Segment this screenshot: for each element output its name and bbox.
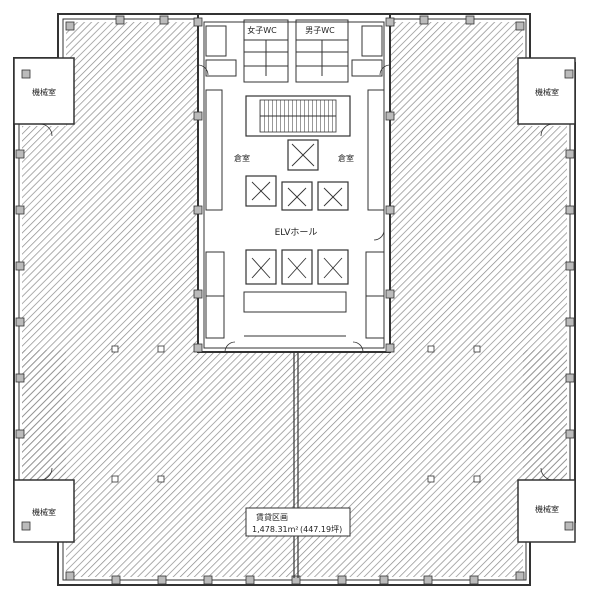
elevator-2 <box>281 181 313 211</box>
elevators <box>245 139 349 285</box>
womens-wc-label: 女子WC <box>247 25 277 35</box>
elv-hall-label: ELVホール <box>275 227 318 238</box>
core-side-rooms <box>205 89 385 339</box>
divider-line <box>293 352 299 578</box>
elevator-5 <box>281 249 313 285</box>
corner-room-sw-label: 機械室 <box>32 507 56 517</box>
elevator-crosses <box>251 143 343 279</box>
area-box: 賃貸区画 1,478.31m² (447.19坪) <box>245 507 351 537</box>
corner-rooms <box>13 57 576 543</box>
elevator-3 <box>317 181 349 211</box>
corner-room-nw <box>13 57 75 125</box>
right-storage-label: 倉室 <box>338 153 354 163</box>
elevator-4 <box>245 249 277 285</box>
corner-room-sw <box>13 479 75 543</box>
core-columns <box>193 111 395 299</box>
womens-wc-room <box>243 19 289 83</box>
stairwell <box>245 95 351 137</box>
left-storage-label: 倉室 <box>234 153 250 163</box>
columns <box>15 15 575 585</box>
corner-room-se <box>517 479 576 543</box>
corner-room-ne-label: 機械室 <box>535 87 559 97</box>
area-tsubo: (447.19坪) <box>300 525 342 534</box>
elevator-6 <box>317 249 349 285</box>
door-swings <box>39 64 554 481</box>
office-marks <box>111 345 481 483</box>
corner-room-nw-label: 機械室 <box>32 87 56 97</box>
corner-room-se-label: 機械室 <box>535 504 559 514</box>
area-sqm: 1,478.31m² <box>252 525 299 534</box>
area-title: 賃貸区画 <box>256 512 288 522</box>
mens-wc-room <box>295 19 349 83</box>
mens-wc-label: 男子WC <box>305 26 335 35</box>
corner-room-ne <box>517 57 576 125</box>
toilet-blocks <box>205 19 383 83</box>
